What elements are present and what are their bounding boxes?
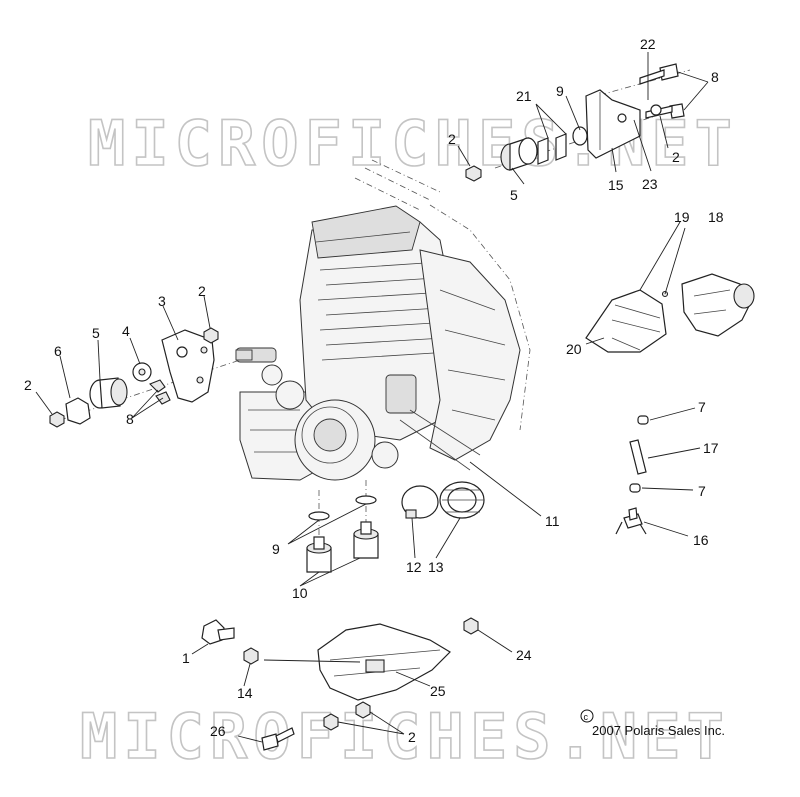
callout-22: 22 bbox=[640, 36, 656, 52]
callout-2-farleft: 2 bbox=[24, 377, 32, 393]
air-intake-cover bbox=[585, 273, 755, 353]
callout-14: 14 bbox=[237, 685, 253, 701]
callout-25: 25 bbox=[430, 683, 446, 699]
callout-11: 11 bbox=[545, 513, 560, 529]
callout-9-top: 9 bbox=[556, 83, 564, 99]
upper-mount-assembly bbox=[465, 63, 691, 182]
copyright-notice: c 2007 Polaris Sales Inc. bbox=[580, 709, 725, 738]
bottom-plate-assembly bbox=[201, 617, 479, 751]
lower-mounts bbox=[306, 480, 485, 573]
callout-8-top: 8 bbox=[711, 69, 719, 85]
callout-4: 4 bbox=[122, 323, 130, 339]
left-mount-assembly bbox=[49, 327, 241, 428]
copyright-symbol: c bbox=[584, 712, 589, 722]
callout-labels: 22 8 21 9 2 5 15 23 2 19 18 20 2 3 4 5 6… bbox=[24, 36, 724, 745]
callout-13: 13 bbox=[428, 559, 444, 575]
callout-21: 21 bbox=[516, 88, 532, 104]
callout-2-bottom: 2 bbox=[408, 729, 416, 745]
callout-9-bottom: 9 bbox=[272, 541, 280, 557]
callout-16: 16 bbox=[693, 532, 709, 548]
callout-7-top: 7 bbox=[698, 399, 706, 415]
callout-2-topright: 2 bbox=[672, 149, 680, 165]
pin-grommet-set bbox=[615, 415, 649, 535]
callout-19: 19 bbox=[674, 209, 690, 225]
callout-5-left: 5 bbox=[92, 325, 100, 341]
callout-18: 18 bbox=[708, 209, 724, 225]
callout-12: 12 bbox=[406, 559, 422, 575]
callout-23: 23 bbox=[642, 176, 658, 192]
callout-5-top: 5 bbox=[510, 187, 518, 203]
copyright-circle-icon bbox=[580, 709, 594, 723]
callout-2-top: 2 bbox=[448, 131, 456, 147]
callout-8-left: 8 bbox=[126, 411, 134, 427]
watermark-bottom: MICROFICHES.NET bbox=[80, 700, 730, 773]
callout-17: 17 bbox=[703, 440, 719, 456]
engine-illustration bbox=[235, 159, 531, 481]
copyright-text: 2007 Polaris Sales Inc. bbox=[592, 723, 725, 738]
callout-6: 6 bbox=[54, 343, 62, 359]
callout-3: 3 bbox=[158, 293, 166, 309]
callout-24: 24 bbox=[516, 647, 532, 663]
callout-15: 15 bbox=[608, 177, 624, 193]
callout-10: 10 bbox=[292, 585, 308, 601]
callout-26: 26 bbox=[210, 723, 226, 739]
callout-2-left: 2 bbox=[198, 283, 206, 299]
leader-lines bbox=[35, 52, 709, 743]
callout-20: 20 bbox=[566, 341, 582, 357]
callout-7-bottom: 7 bbox=[698, 483, 706, 499]
callout-1: 1 bbox=[182, 650, 190, 666]
